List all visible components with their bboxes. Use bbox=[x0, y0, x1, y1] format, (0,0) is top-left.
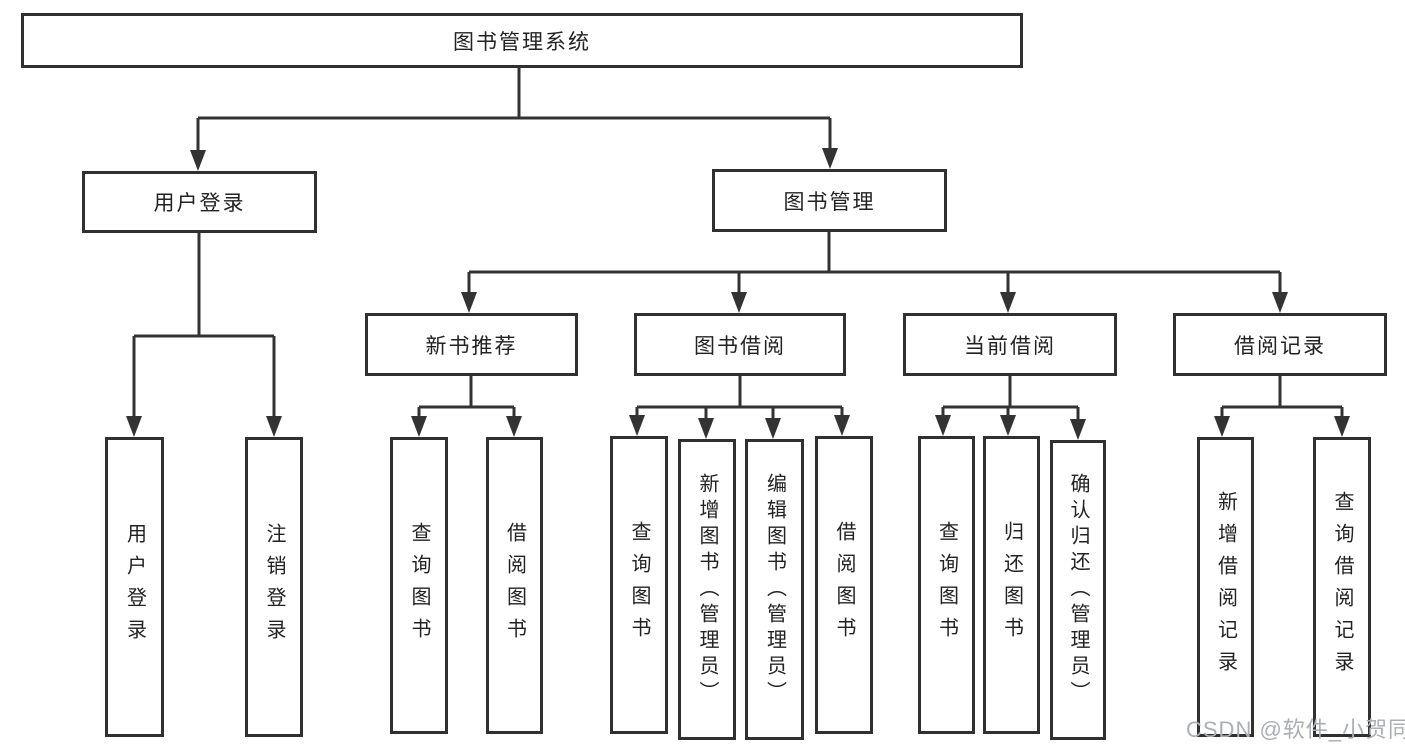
node-label: 新书推荐 bbox=[425, 334, 518, 358]
leaf-label: 查询借阅记录 bbox=[1331, 491, 1353, 683]
node-new-book-recommendation: 新书推荐 bbox=[365, 313, 578, 376]
leaf-label: 归还图书 bbox=[1000, 521, 1023, 649]
leaf-edit-books-admin: 编辑图书（管理员） bbox=[745, 439, 804, 740]
leaf-add-books-admin: 新增图书（管理员） bbox=[678, 439, 736, 740]
node-label: 图书管理系统 bbox=[453, 30, 591, 54]
leaf-label: 查询图书 bbox=[628, 521, 650, 649]
leaf-label: 借阅图书 bbox=[833, 521, 855, 649]
leaf-borrow-books-borrowing: 借阅图书 bbox=[815, 436, 873, 734]
node-label: 用户登录 bbox=[153, 192, 246, 215]
leaf-label: 查询图书 bbox=[935, 521, 958, 649]
node-label: 图书管理 bbox=[783, 190, 876, 214]
leaf-label: 新增借阅记录 bbox=[1214, 491, 1237, 683]
leaf-label: 查询图书 bbox=[408, 521, 430, 650]
leaf-user-login: 用户登录 bbox=[105, 437, 164, 737]
leaf-confirm-return-admin: 确认归还（管理员） bbox=[1050, 440, 1106, 740]
csdn-watermark: CSDN @软件_小贺同学 bbox=[1186, 717, 1405, 742]
leaf-label: 用户登录 bbox=[123, 523, 146, 651]
node-borrowing-records: 借阅记录 bbox=[1173, 313, 1387, 376]
leaf-label: 新增图书（管理员） bbox=[696, 472, 718, 707]
leaf-label: 注销登录 bbox=[263, 523, 285, 651]
node-book-borrowing: 图书借阅 bbox=[634, 313, 846, 376]
leaf-query-books-recommend: 查询图书 bbox=[390, 437, 448, 734]
leaf-label: 编辑图书（管理员） bbox=[763, 472, 786, 707]
node-user-login: 用户登录 bbox=[82, 171, 317, 233]
node-library-management-system: 图书管理系统 bbox=[21, 13, 1023, 68]
node-label: 借阅记录 bbox=[1234, 334, 1326, 358]
leaf-logout: 注销登录 bbox=[245, 437, 303, 737]
leaf-query-books-current: 查询图书 bbox=[918, 436, 975, 734]
leaf-query-books-borrowing: 查询图书 bbox=[610, 436, 668, 734]
leaf-return-books: 归还图书 bbox=[983, 436, 1040, 734]
leaf-borrow-books-recommend: 借阅图书 bbox=[486, 437, 543, 734]
leaf-label: 借阅图书 bbox=[503, 521, 526, 650]
arrowheads bbox=[126, 148, 1350, 440]
leaf-label: 确认归还（管理员） bbox=[1067, 473, 1089, 707]
leaf-add-borrow-record: 新增借阅记录 bbox=[1197, 437, 1254, 737]
node-label: 当前借阅 bbox=[964, 334, 1056, 358]
leaf-query-borrow-record: 查询借阅记录 bbox=[1313, 437, 1371, 737]
node-current-borrowing: 当前借阅 bbox=[903, 313, 1117, 376]
node-label: 图书借阅 bbox=[694, 334, 786, 358]
node-book-management: 图书管理 bbox=[712, 169, 947, 232]
